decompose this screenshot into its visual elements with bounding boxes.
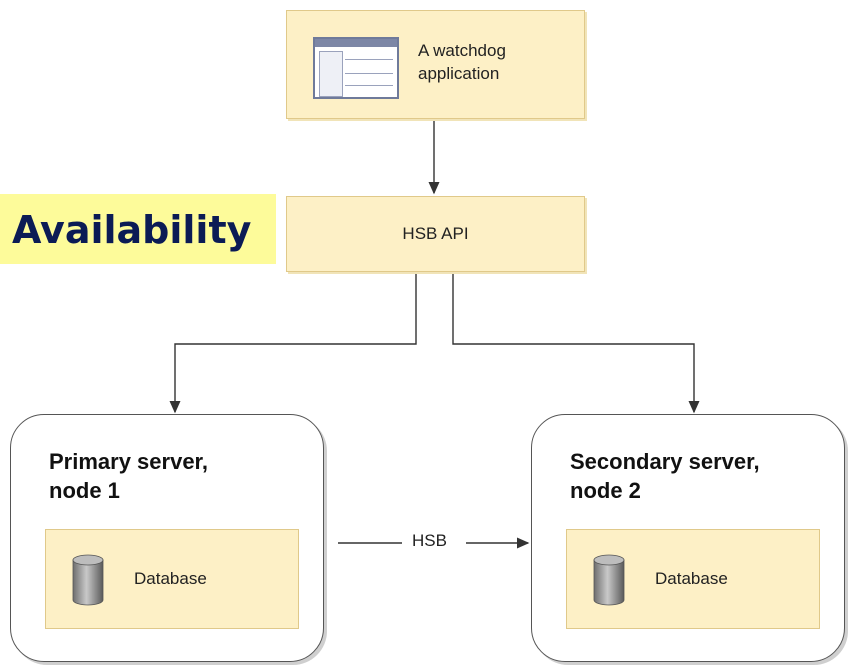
database-cylinder-icon [72, 554, 104, 606]
watchdog-application-box: A watchdog application [286, 10, 585, 119]
hsb-connection-label: HSB [410, 531, 449, 551]
secondary-database-box: Database [566, 529, 820, 629]
secondary-server-node: Secondary server, node 2 Database [531, 414, 845, 662]
primary-server-node: Primary server, node 1 Database [10, 414, 324, 662]
hsb-api-label: HSB API [402, 224, 469, 243]
secondary-database-label: Database [655, 569, 728, 588]
arrow-api-to-secondary [452, 272, 700, 414]
primary-database-box: Database [45, 529, 299, 629]
availability-label: Availability [12, 208, 252, 252]
application-window-icon [313, 37, 399, 99]
arrow-api-to-primary [169, 272, 417, 414]
primary-database-label: Database [134, 569, 207, 588]
secondary-server-title: Secondary server, node 2 [570, 449, 760, 503]
availability-highlight: Availability [0, 194, 276, 264]
hsb-api-box: HSB API [286, 196, 585, 272]
watchdog-label: A watchdog application [418, 41, 506, 83]
primary-server-title: Primary server, node 1 [49, 449, 209, 503]
database-cylinder-icon [593, 554, 625, 606]
